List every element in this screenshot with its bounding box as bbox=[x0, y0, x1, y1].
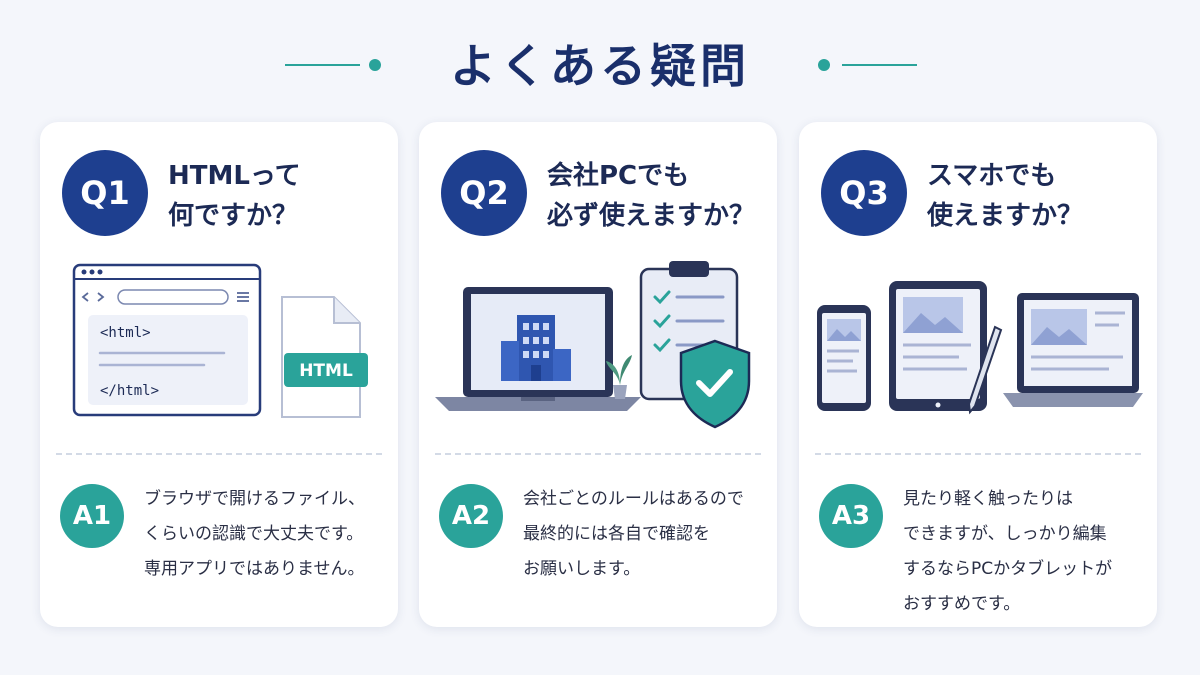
question-line: 会社PCでも bbox=[547, 161, 690, 191]
answer-line: できますが、しっかり編集 bbox=[903, 524, 1107, 544]
card-divider bbox=[435, 453, 761, 455]
answer-line: くらいの認識で大丈夫です。 bbox=[144, 524, 364, 544]
page-header: よくある疑問 bbox=[0, 0, 1200, 110]
browser-window-icon: <html> </html> bbox=[72, 263, 262, 417]
code-close-tag: </html> bbox=[100, 383, 159, 399]
stylus-icon bbox=[967, 325, 1003, 415]
question-text: HTMLって 何ですか？ bbox=[168, 156, 388, 236]
code-open-tag: <html> bbox=[100, 325, 151, 341]
title-decoration-line-left bbox=[285, 64, 360, 66]
question-line: 何ですか？ bbox=[168, 201, 299, 231]
smartphone-icon bbox=[817, 305, 871, 411]
question-line: スマホでも bbox=[927, 161, 1057, 191]
faq-card-2: Q2 会社PCでも 必ず使えますか？ bbox=[419, 122, 777, 627]
title-decoration-dot-left bbox=[369, 59, 381, 71]
answer-text: 会社ごとのルールはあるので 最終的には各自で確認を お願いします。 bbox=[523, 482, 767, 587]
illustration-company-pc bbox=[433, 257, 763, 432]
answer-line: 最終的には各自で確認を bbox=[523, 524, 710, 544]
answer-text: 見たり軽く触ったりは できますが、しっかり編集 するならPCかタブレットが おす… bbox=[903, 482, 1147, 622]
question-badge: Q1 bbox=[62, 150, 148, 236]
answer-line: するならPCかタブレットが bbox=[903, 559, 1113, 579]
title-decoration-line-right bbox=[842, 64, 917, 66]
card-divider bbox=[56, 453, 382, 455]
faq-card-1: Q1 HTMLって 何ですか？ <html> </html bbox=[40, 122, 398, 627]
answer-line: お願いします。 bbox=[523, 559, 641, 579]
answer-line: 見たり軽く触ったりは bbox=[903, 489, 1073, 509]
question-text: 会社PCでも 必ず使えますか？ bbox=[547, 156, 767, 236]
answer-badge: A1 bbox=[60, 484, 124, 548]
file-label: HTML bbox=[299, 361, 353, 381]
tablet-icon bbox=[889, 281, 987, 411]
answer-line: 専用アプリではありません。 bbox=[144, 559, 365, 579]
html-file-icon: HTML bbox=[281, 296, 368, 418]
question-badge: Q2 bbox=[441, 150, 527, 236]
illustration-html: <html> </html> HTML bbox=[54, 257, 384, 432]
question-line: 使えますか？ bbox=[927, 201, 1084, 231]
faq-card-3: Q3 スマホでも 使えますか？ bbox=[799, 122, 1157, 627]
question-text: スマホでも 使えますか？ bbox=[927, 156, 1147, 236]
question-line: HTMLって bbox=[168, 161, 301, 191]
office-building-icon bbox=[501, 315, 571, 381]
answer-line: 会社ごとのルールはあるので bbox=[523, 489, 744, 509]
answer-line: ブラウザで開けるファイル、 bbox=[144, 489, 365, 509]
laptop-icon bbox=[1003, 293, 1143, 407]
answer-line: おすすめです。 bbox=[903, 594, 1021, 614]
illustration-devices bbox=[813, 257, 1143, 432]
answer-text: ブラウザで開けるファイル、 くらいの認識で大丈夫です。 専用アプリではありません… bbox=[144, 482, 388, 587]
question-badge: Q3 bbox=[821, 150, 907, 236]
title-decoration-dot-right bbox=[818, 59, 830, 71]
answer-badge: A3 bbox=[819, 484, 883, 548]
shield-check-icon bbox=[679, 339, 751, 429]
answer-badge: A2 bbox=[439, 484, 503, 548]
card-divider bbox=[815, 453, 1141, 455]
page-title: よくある疑問 bbox=[450, 39, 750, 93]
plant-icon bbox=[606, 355, 632, 399]
question-line: 必ず使えますか？ bbox=[547, 201, 756, 231]
